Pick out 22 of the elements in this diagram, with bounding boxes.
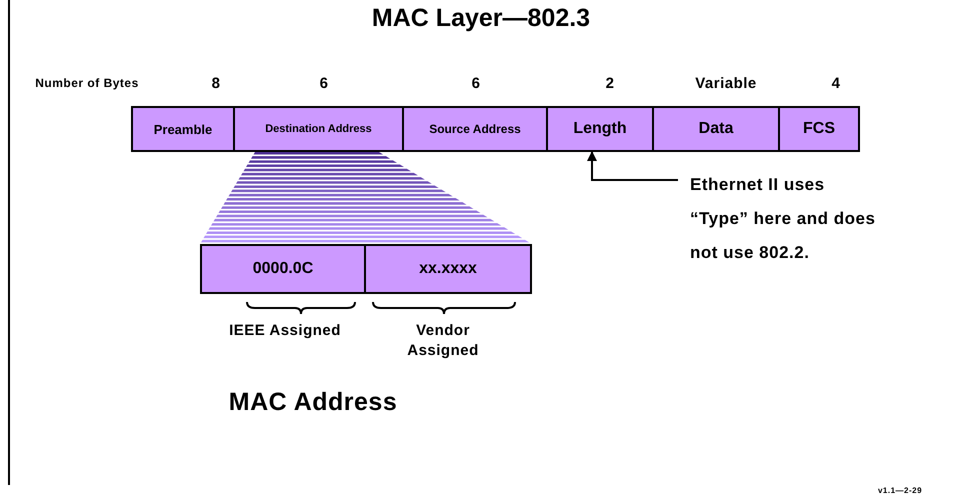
label: 6 <box>320 74 328 94</box>
field-cell: Source Address <box>402 106 548 152</box>
label: MAC Address <box>228 387 398 418</box>
field-cell: Length <box>546 106 654 152</box>
label: 2 <box>606 74 614 94</box>
leader-arrow <box>587 151 678 181</box>
field-cell: Preamble <box>131 106 235 152</box>
field-cell: Data <box>652 106 780 152</box>
label: IEEE Assigned <box>229 321 341 340</box>
label: Variable <box>695 74 757 94</box>
label: 4 <box>832 74 840 94</box>
field-cell: 0000.0C <box>200 244 366 294</box>
label: Number of Bytes <box>35 76 139 92</box>
label: 6 <box>472 74 480 94</box>
field-cell: FCS <box>778 106 860 152</box>
field-cell: xx.xxxx <box>364 244 532 294</box>
field-cell: Destination Address <box>233 106 404 152</box>
label: v1.1—2-29 <box>878 486 922 496</box>
label: 8 <box>212 74 220 94</box>
title: MAC Layer—802.3 <box>370 4 592 33</box>
label: Vendor Assigned <box>406 321 480 360</box>
note-text: Ethernet II uses “Type” here and does not use 802.2. <box>690 175 876 262</box>
